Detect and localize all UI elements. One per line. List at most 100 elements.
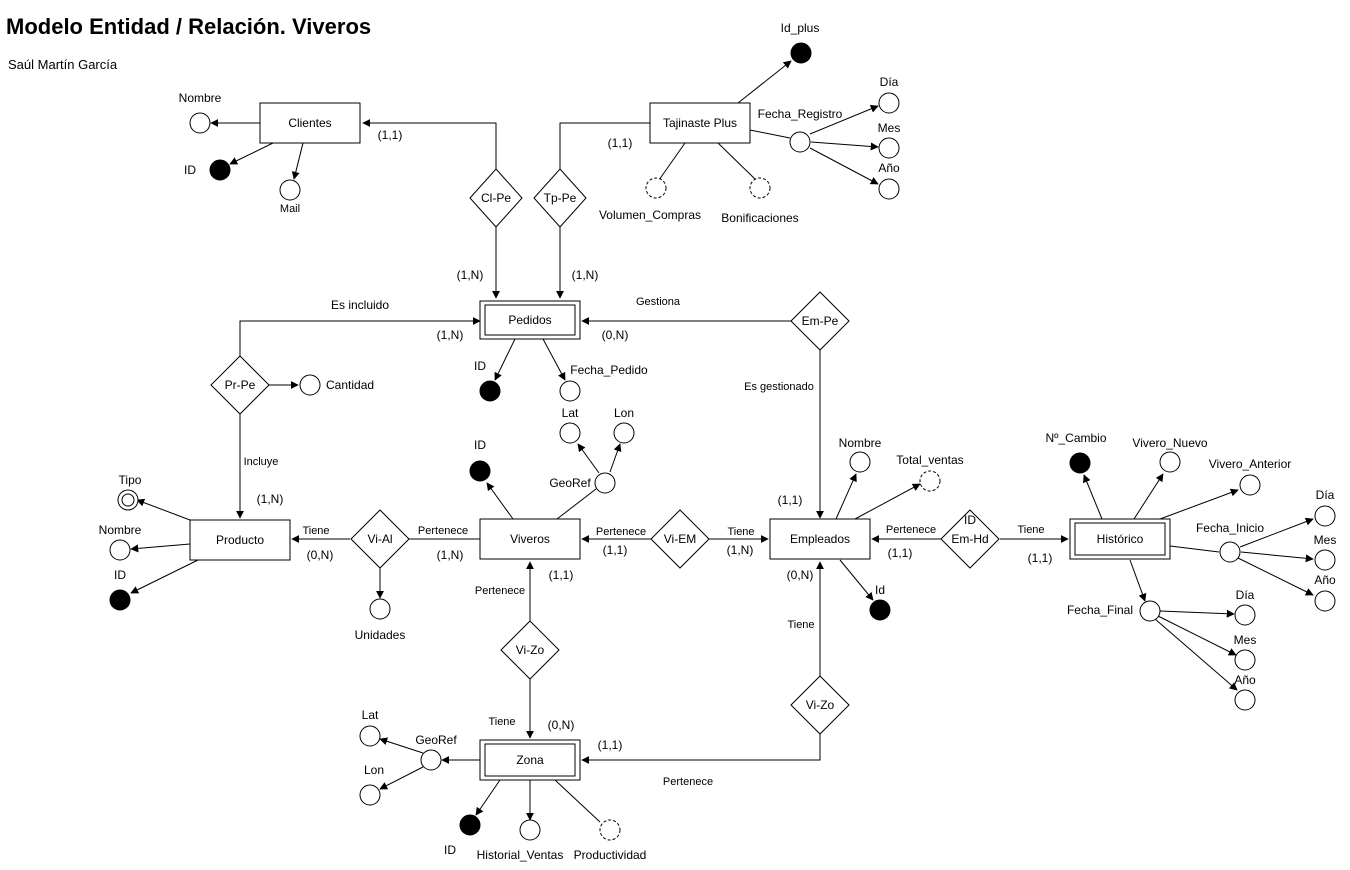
entity-pedidos[interactable]: Pedidos — [479, 300, 581, 340]
edge-tp-volumen — [658, 142, 686, 181]
attribute-label: ID — [184, 163, 196, 177]
entity-historico[interactable]: Histórico — [1069, 518, 1171, 560]
attribute-label: Total_ventas — [896, 453, 963, 467]
edge-hist-nuevo — [1133, 473, 1164, 520]
key-attribute-circle — [479, 380, 501, 402]
attribute-circle — [1139, 600, 1161, 622]
edge-tppe-tajinaste — [559, 122, 650, 174]
entity-viveros[interactable]: Viveros — [479, 518, 581, 560]
edge-hist-fechafinal — [1129, 559, 1147, 602]
entity-tajinaste-plus[interactable]: Tajinaste Plus — [649, 102, 751, 144]
role-label: Pertenece — [886, 524, 936, 536]
relationship-em-hd[interactable]: Em-Hd — [940, 509, 1000, 569]
attribute-label: GeoRef — [549, 476, 591, 490]
entity-empleados[interactable]: Empleados — [769, 518, 871, 560]
attribute-label: Cantidad — [326, 378, 374, 392]
role-label: Tiene — [727, 526, 754, 538]
role-label: Pertenece — [663, 776, 713, 788]
attribute-circle — [594, 472, 616, 494]
role-label: Pertenece — [475, 585, 525, 597]
attribute-circle — [1239, 474, 1261, 496]
edge-producto-id — [130, 559, 199, 594]
attribute-label: Lon — [364, 763, 384, 777]
edge-georef-lon — [609, 443, 622, 473]
author-name: Saúl Martín García — [8, 57, 118, 72]
key-attribute-circle — [1069, 452, 1091, 474]
cardinality-label: (0,N) — [787, 568, 814, 582]
relationship-vi-zo-empleados[interactable]: Vi-Zo — [790, 675, 850, 735]
attribute-circle — [878, 92, 900, 114]
attribute-label: Productividad — [574, 848, 647, 862]
relationship-label: Pr-Pe — [225, 378, 256, 392]
role-label: Es gestionado — [744, 381, 814, 393]
entity-label: Clientes — [288, 116, 331, 130]
key-attribute-circle — [109, 589, 131, 611]
attribute-label: Fecha_Registro — [758, 107, 843, 121]
derived-attribute-circle — [919, 470, 941, 492]
relationship-label: Em-Hd — [951, 532, 988, 546]
attribute-circle — [849, 451, 871, 473]
edge-zona-id — [475, 779, 501, 816]
entity-label: Pedidos — [508, 313, 551, 327]
attribute-label: Historial_Ventas — [477, 848, 564, 862]
attribute-label: ID — [444, 843, 456, 857]
attribute-label: Nº_Cambio — [1045, 431, 1106, 445]
edge-fecha-mes — [810, 141, 879, 151]
edge-producto-nombre — [130, 543, 191, 553]
entity-label: Producto — [216, 533, 264, 547]
attribute-circle — [299, 374, 321, 396]
relationship-vi-al[interactable]: Vi-Al — [350, 509, 410, 569]
edge-labels: (1,1) (1,1) (1,N) (1,N) Es incluido (1,N… — [244, 128, 1053, 788]
cardinality-label: (1,N) — [257, 492, 284, 506]
entity-zona[interactable]: Zona — [479, 739, 581, 781]
attribute-label: Bonificaciones — [721, 211, 798, 225]
relationship-label: Tp-Pe — [544, 191, 577, 205]
edge-zona-productividad — [554, 779, 601, 823]
edge-hist-fechainicio — [1169, 545, 1220, 553]
attribute-circle — [1219, 541, 1241, 563]
attribute-circle — [369, 598, 391, 620]
edge-fecha-dia — [809, 105, 879, 135]
relationship-cl-pe[interactable]: Cl-Pe — [469, 168, 523, 228]
edge-clientes-mail — [291, 142, 304, 180]
attribute-label: Fecha_Inicio — [1196, 521, 1264, 535]
relationship-label: Cl-Pe — [481, 191, 511, 205]
key-attribute-circle — [790, 42, 812, 64]
attribute-circle — [559, 422, 581, 444]
role-label: Tiene — [302, 525, 329, 537]
attribute-circle — [109, 539, 131, 561]
attribute-label: Año — [878, 161, 900, 175]
relationship-vi-em[interactable]: Vi-EM — [650, 509, 710, 569]
relationship-label: Vi-Zo — [806, 698, 835, 712]
attribute-label: Día — [1236, 588, 1255, 602]
edge-viveros-georef — [556, 488, 597, 520]
cardinality-label: (1,1) — [378, 128, 403, 142]
relationship-pr-pe[interactable]: Pr-Pe — [210, 355, 270, 415]
edge-tp-fecha — [749, 129, 791, 139]
cardinality-label: (1,N) — [727, 543, 754, 557]
attribute-label: GeoRef — [415, 733, 457, 747]
edge-emp-nombre — [835, 473, 857, 520]
entity-label: Histórico — [1097, 532, 1144, 546]
attribute-circle — [878, 178, 900, 200]
relationship-em-pe[interactable]: Em-Pe — [790, 291, 850, 351]
entity-clientes[interactable]: Clientes — [259, 102, 361, 144]
attribute-circle — [613, 422, 635, 444]
edge-producto-tipo — [136, 498, 191, 521]
edge-clientes-id — [229, 142, 274, 165]
entity-producto[interactable]: Producto — [189, 519, 291, 561]
entity-label: Viveros — [510, 532, 550, 546]
cardinality-label: (1,1) — [1028, 551, 1053, 565]
attribute-label: Vivero_Nuevo — [1132, 436, 1207, 450]
relationship-vi-zo-viveros[interactable]: Vi-Zo — [500, 620, 560, 680]
entity-label: Empleados — [790, 532, 850, 546]
cardinality-label: (1,1) — [608, 136, 633, 150]
cardinality-label: (1,N) — [572, 268, 599, 282]
attributes: Nombre ID Mail Id_plus Fecha_Registro Dí… — [99, 21, 1337, 862]
attribute-label: Año — [1234, 673, 1256, 687]
role-label: Tiene — [787, 619, 814, 631]
relationship-tp-pe[interactable]: Tp-Pe — [533, 168, 587, 228]
relationship-label: Vi-Al — [367, 532, 392, 546]
edge-fecha-anio — [809, 147, 879, 185]
